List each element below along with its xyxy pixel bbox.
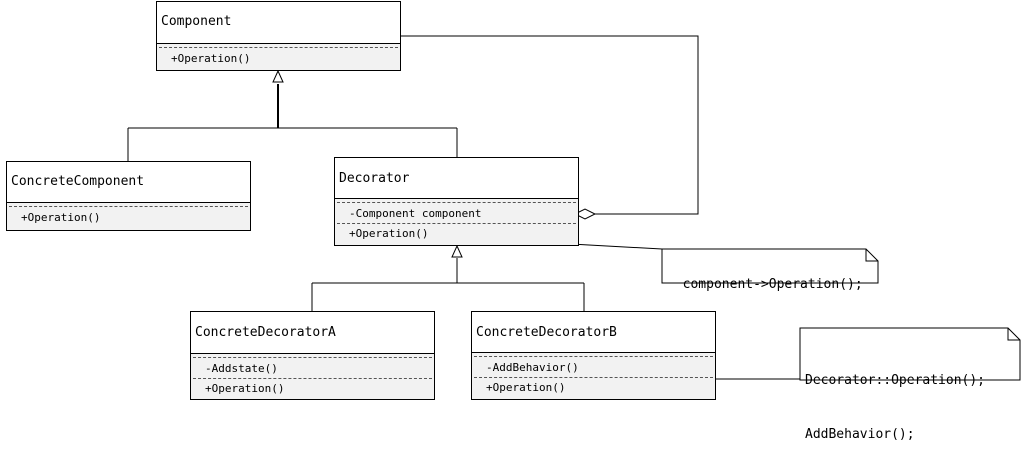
operation: +Operation() [171, 52, 251, 65]
class-decorator[interactable]: Decorator -Component component +Operatio… [334, 157, 579, 246]
operation: +Operation() [21, 211, 101, 224]
class-concrete-decorator-a[interactable]: ConcreteDecoratorA -Addstate() +Operatio… [190, 311, 435, 400]
attribute: -Component component [349, 207, 482, 220]
class-component[interactable]: Component +Operation() [156, 1, 401, 71]
class-concrete-decorator-b[interactable]: ConcreteDecoratorB -AddBehavior() +Opera… [471, 311, 716, 400]
note-decorator[interactable]: component->Operation(); [667, 258, 863, 294]
attribute: -Addstate() [205, 362, 278, 375]
operations-section: +Operation() [7, 202, 250, 230]
class-concrete-component[interactable]: ConcreteComponent +Operation() [6, 161, 251, 231]
members-section: -Component component +Operation() [335, 198, 578, 245]
operation: +Operation() [205, 382, 285, 395]
note-shape-decorator [661, 248, 879, 284]
members-section: -AddBehavior() +Operation() [472, 352, 715, 399]
operations-section: +Operation() [157, 43, 400, 70]
class-name: ConcreteComponent [11, 174, 145, 189]
note-concrete-decorator-b[interactable]: Decorator::Operation(); AddBehavior(); [805, 336, 985, 462]
members-section: -Addstate() +Operation() [191, 353, 434, 399]
class-name: ConcreteDecoratorA [195, 325, 336, 340]
generalization-to-component [127, 69, 458, 162]
aggregation-decorator-component [400, 35, 699, 220]
class-name: Decorator [339, 171, 410, 186]
class-name: Component [161, 14, 232, 29]
operation: +Operation() [349, 227, 429, 240]
note-shape-decorator-b [799, 327, 1021, 381]
note-text-line: AddBehavior(); [805, 427, 915, 442]
note-text: component->Operation(); [682, 277, 863, 292]
note-text-line: Decorator::Operation(); [805, 373, 986, 388]
attribute: -AddBehavior() [486, 361, 579, 374]
generalization-to-decorator [311, 244, 585, 312]
class-name: ConcreteDecoratorB [476, 325, 617, 340]
operation: +Operation() [486, 381, 566, 394]
relationship-lines [127, 35, 1021, 381]
